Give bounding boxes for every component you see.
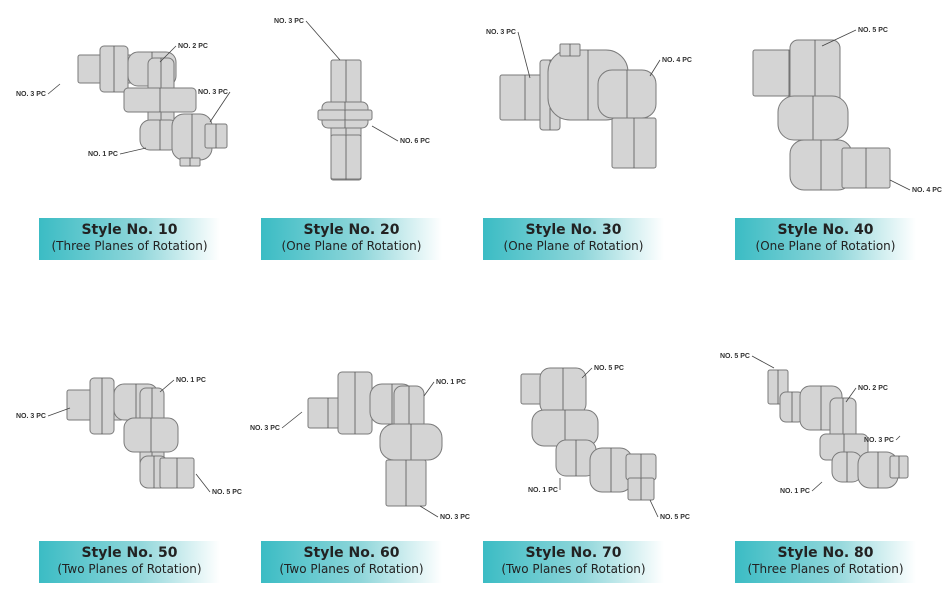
- part-label: NO. 5 PC: [858, 27, 888, 34]
- part-label: NO. 3 PC: [274, 18, 304, 25]
- caption-style-60: Style No. 60(Two Planes of Rotation): [261, 541, 442, 583]
- part-label: NO. 1 PC: [436, 379, 466, 386]
- style-subtitle: (Three Planes of Rotation): [747, 562, 904, 576]
- caption-style-70: Style No. 70(Two Planes of Rotation): [483, 541, 664, 583]
- leader-line: [159, 379, 175, 393]
- part-label: NO. 3 PC: [16, 413, 46, 420]
- part-label: NO. 5 PC: [660, 514, 690, 521]
- part-label: NO. 4 PC: [662, 57, 692, 64]
- caption-style-40: Style No. 40(One Plane of Rotation): [735, 218, 916, 260]
- style-title: Style No. 50: [81, 545, 178, 561]
- part-label: NO. 1 PC: [528, 487, 558, 494]
- part-label: NO. 2 PC: [178, 43, 208, 50]
- style-title: Style No. 30: [525, 222, 622, 238]
- leader-line: [159, 45, 177, 63]
- part-label: NO. 3 PC: [250, 425, 280, 432]
- style-30-diagram: NO. 3 PC NO. 4 PC: [486, 29, 692, 169]
- leader-line: [195, 473, 211, 493]
- style-title: Style No. 70: [525, 545, 622, 561]
- style-50-diagram: NO. 1 PC NO. 3 PC NO. 5 PC: [16, 377, 242, 496]
- style-subtitle: (One Plane of Rotation): [503, 239, 644, 253]
- part-label: NO. 1 PC: [176, 377, 206, 384]
- caption-style-20: Style No. 20(One Plane of Rotation): [261, 218, 442, 260]
- part-label: NO. 5 PC: [212, 489, 242, 496]
- style-title: Style No. 60: [303, 545, 400, 561]
- leader-line: [371, 125, 399, 142]
- leader-line: [649, 59, 661, 77]
- leader-line: [281, 411, 303, 429]
- style-subtitle: (Two Planes of Rotation): [279, 562, 424, 576]
- part-label: NO. 5 PC: [594, 365, 624, 372]
- part-label: NO. 3 PC: [440, 514, 470, 521]
- part-label: NO. 1 PC: [780, 488, 810, 495]
- style-60-diagram: NO. 1 PC NO. 3 PC NO. 3 PC: [250, 371, 470, 521]
- style-40-diagram: NO. 5 PC NO. 4 PC: [752, 27, 942, 194]
- leader-line: [821, 29, 857, 47]
- part-label: NO. 1 PC: [88, 151, 118, 158]
- style-title: Style No. 20: [303, 222, 400, 238]
- leader-line: [305, 20, 341, 61]
- leader-line: [845, 387, 857, 403]
- leader-line: [581, 367, 593, 379]
- leader-line: [209, 91, 231, 123]
- part-label: NO. 4 PC: [912, 187, 942, 194]
- style-10-diagram: NO. 2 PC NO. 3 PC NO. 3 PC NO. 1 PC: [16, 43, 231, 167]
- caption-style-50: Style No. 50(Two Planes of Rotation): [39, 541, 220, 583]
- part-label: NO. 3 PC: [864, 437, 894, 444]
- style-20-diagram: NO. 3 PC NO. 6 PC: [274, 18, 430, 181]
- style-title: Style No. 10: [81, 222, 178, 238]
- leader-line: [517, 31, 531, 79]
- leader-line: [119, 147, 147, 155]
- caption-style-30: Style No. 30(One Plane of Rotation): [483, 218, 664, 260]
- style-subtitle: (Three Planes of Rotation): [51, 239, 208, 253]
- style-80-diagram: NO. 5 PC NO. 2 PC NO. 3 PC NO. 1 PC: [720, 353, 909, 495]
- style-title: Style No. 80: [777, 545, 874, 561]
- part-label: NO. 6 PC: [400, 138, 430, 145]
- style-subtitle: (Two Planes of Rotation): [501, 562, 646, 576]
- part-label: NO. 2 PC: [858, 385, 888, 392]
- part-label: NO. 3 PC: [16, 91, 46, 98]
- style-70-diagram: NO. 5 PC NO. 1 PC NO. 5 PC: [520, 365, 690, 521]
- style-subtitle: (One Plane of Rotation): [281, 239, 422, 253]
- leader-line: [423, 381, 435, 397]
- part-label: NO. 3 PC: [198, 89, 228, 96]
- leader-line: [895, 435, 901, 441]
- leader-line: [47, 83, 61, 95]
- caption-style-80: Style No. 80(Three Planes of Rotation): [735, 541, 916, 583]
- part-label: NO. 5 PC: [720, 353, 750, 360]
- leader-line: [751, 355, 775, 369]
- leader-line: [811, 481, 823, 492]
- leader-line: [649, 499, 659, 518]
- leader-line: [419, 505, 439, 518]
- style-subtitle: (One Plane of Rotation): [755, 239, 896, 253]
- style-subtitle: (Two Planes of Rotation): [57, 562, 202, 576]
- part-label: NO. 3 PC: [486, 29, 516, 36]
- style-title: Style No. 40: [777, 222, 874, 238]
- leader-line: [47, 407, 71, 417]
- caption-style-10: Style No. 10(Three Planes of Rotation): [39, 218, 220, 260]
- leader-line: [889, 179, 911, 191]
